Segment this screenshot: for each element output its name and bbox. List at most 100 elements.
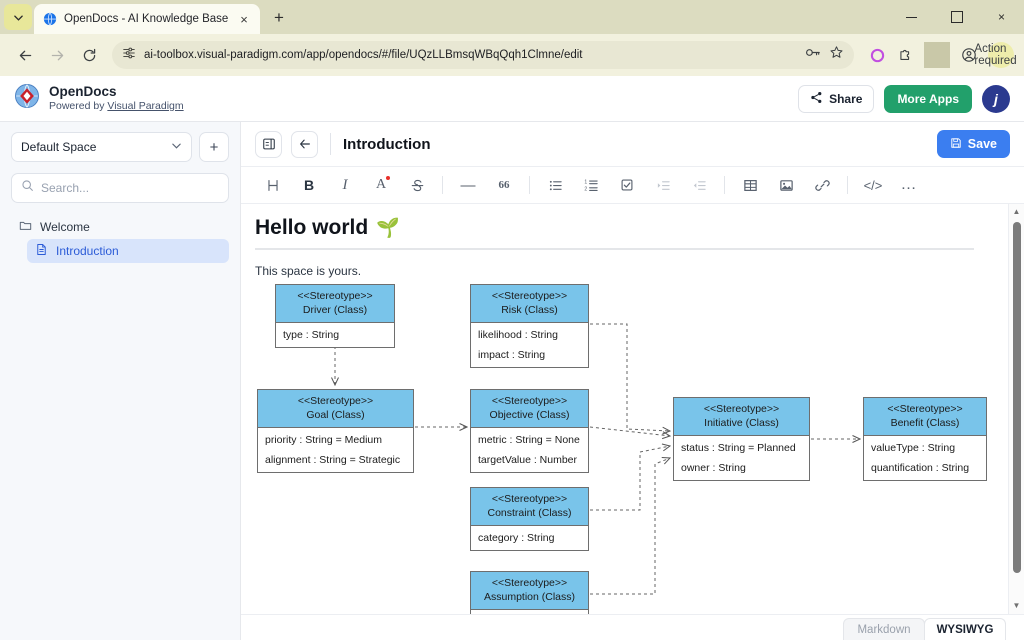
uml-class-goal[interactable]: <<Stereotype>> Goal (Class) priority : S… bbox=[257, 389, 414, 473]
reload-icon[interactable] bbox=[74, 40, 104, 70]
window-close-button[interactable]: × bbox=[979, 0, 1024, 34]
italic-icon[interactable]: I bbox=[327, 170, 363, 200]
add-space-button[interactable]: + bbox=[199, 132, 229, 162]
uml-class-assumption[interactable]: <<Stereotype>> Assumption (Class) riskLe… bbox=[470, 571, 589, 614]
more-apps-button[interactable]: More Apps bbox=[884, 85, 972, 113]
uml-class-diagram[interactable]: <<Stereotype>> Driver (Class) type : Str… bbox=[255, 284, 974, 614]
uml-stereotype: <<Stereotype>> bbox=[866, 402, 984, 416]
uml-attribute: likelihood : String bbox=[471, 325, 588, 345]
numbered-list-icon[interactable]: 12 bbox=[573, 170, 609, 200]
editor-status-bar: Markdown WYSIWYG bbox=[241, 614, 1024, 640]
uml-attribute: targetValue : Number bbox=[471, 450, 588, 470]
bold-icon[interactable]: B bbox=[291, 170, 327, 200]
opera-o-icon[interactable] bbox=[864, 42, 890, 68]
action-required-button[interactable]: Action required ⋮ bbox=[988, 42, 1014, 68]
uml-class-objective[interactable]: <<Stereotype>> Objective (Class) metric … bbox=[470, 389, 589, 473]
indent-icon[interactable] bbox=[645, 170, 681, 200]
save-disk-icon bbox=[950, 137, 962, 152]
strikethrough-icon[interactable] bbox=[399, 170, 435, 200]
table-icon[interactable] bbox=[732, 170, 768, 200]
window-maximize-button[interactable] bbox=[934, 0, 979, 34]
space-name: Default Space bbox=[21, 140, 96, 154]
uml-class-header: <<Stereotype>> Initiative (Class) bbox=[674, 398, 809, 436]
search-input[interactable] bbox=[41, 181, 219, 195]
tab-markdown[interactable]: Markdown bbox=[843, 618, 925, 640]
omnibar-divider bbox=[924, 42, 950, 68]
save-button[interactable]: Save bbox=[937, 130, 1010, 158]
uml-attributes: metric : String = None targetValue : Num… bbox=[471, 428, 588, 472]
sidebar: Default Space + Welcome bbox=[0, 122, 241, 640]
omnibar: ai-toolbox.visual-paradigm.com/app/opend… bbox=[0, 34, 1024, 76]
save-password-icon[interactable] bbox=[805, 45, 821, 65]
uml-class-header: <<Stereotype>> Assumption (Class) bbox=[471, 572, 588, 610]
uml-class-name: Goal (Class) bbox=[260, 408, 411, 422]
browser-menu-kebab-icon[interactable]: ⋮ bbox=[1021, 50, 1024, 60]
more-options-icon[interactable]: … bbox=[891, 170, 927, 200]
app-header: OpenDocs Powered by Visual Paradigm Shar… bbox=[0, 76, 1024, 122]
uml-class-risk[interactable]: <<Stereotype>> Risk (Class) likelihood :… bbox=[470, 284, 589, 368]
uml-attributes: category : String bbox=[471, 526, 588, 550]
space-selector[interactable]: Default Space bbox=[11, 132, 192, 162]
action-required-label: Action required bbox=[974, 43, 1016, 67]
toggle-sidebar-icon[interactable] bbox=[255, 131, 282, 158]
address-bar[interactable]: ai-toolbox.visual-paradigm.com/app/opend… bbox=[112, 41, 854, 69]
brand[interactable]: OpenDocs Powered by Visual Paradigm bbox=[14, 83, 184, 114]
avatar[interactable]: j bbox=[982, 85, 1010, 113]
back-to-list-icon[interactable] bbox=[291, 131, 318, 158]
search-box[interactable] bbox=[11, 173, 229, 203]
chevron-down-icon bbox=[171, 140, 182, 154]
uml-class-header: <<Stereotype>> Driver (Class) bbox=[276, 285, 394, 323]
save-label: Save bbox=[968, 137, 997, 151]
tab-close-icon[interactable]: × bbox=[236, 11, 252, 27]
uml-class-driver[interactable]: <<Stereotype>> Driver (Class) type : Str… bbox=[275, 284, 395, 348]
uml-attribute: alignment : String = Strategic bbox=[258, 450, 413, 470]
quote-icon[interactable]: 66 bbox=[486, 170, 522, 200]
forward-icon[interactable] bbox=[42, 40, 72, 70]
header-actions: Share More Apps j bbox=[798, 85, 1010, 113]
uml-class-initiative[interactable]: <<Stereotype>> Initiative (Class) status… bbox=[673, 397, 810, 481]
uml-stereotype: <<Stereotype>> bbox=[473, 289, 586, 303]
uml-stereotype: <<Stereotype>> bbox=[473, 394, 586, 408]
document-paragraph: This space is yours. bbox=[255, 264, 974, 278]
uml-attribute: status : String = Planned bbox=[674, 438, 809, 458]
extensions-puzzle-icon[interactable] bbox=[892, 42, 918, 68]
code-icon[interactable]: </> bbox=[855, 170, 891, 200]
heading-icon[interactable] bbox=[255, 170, 291, 200]
sidebar-item-introduction[interactable]: Introduction bbox=[27, 239, 229, 263]
text-color-icon[interactable]: A bbox=[363, 170, 399, 200]
visual-paradigm-link[interactable]: Visual Paradigm bbox=[107, 100, 183, 112]
image-icon[interactable] bbox=[768, 170, 804, 200]
outdent-icon[interactable] bbox=[681, 170, 717, 200]
uml-class-header: <<Stereotype>> Benefit (Class) bbox=[864, 398, 986, 436]
doc-bar-divider bbox=[330, 133, 331, 155]
editor-pane: Introduction Save B I A bbox=[241, 122, 1024, 640]
checklist-icon[interactable] bbox=[609, 170, 645, 200]
document-page[interactable]: Hello world 🌱 This space is yours. bbox=[241, 204, 1008, 614]
sidebar-item-welcome[interactable]: Welcome bbox=[11, 215, 229, 239]
uml-attribute: type : String bbox=[276, 325, 394, 345]
app-body: Default Space + Welcome bbox=[0, 122, 1024, 640]
tab-title: OpenDocs - AI Knowledge Base bbox=[64, 13, 229, 25]
scroll-up-arrow-icon[interactable]: ▲ bbox=[1013, 207, 1021, 217]
tab-search-chevron-icon[interactable] bbox=[4, 4, 32, 30]
horizontal-rule-icon[interactable]: — bbox=[450, 170, 486, 200]
tab-wysiwyg[interactable]: WYSIWYG bbox=[924, 618, 1006, 640]
new-tab-button[interactable]: + bbox=[266, 5, 292, 31]
svg-text:1: 1 bbox=[584, 179, 587, 185]
uml-attribute: owner : String bbox=[674, 458, 809, 478]
toolbar-divider bbox=[529, 176, 530, 194]
browser-tab[interactable]: OpenDocs - AI Knowledge Base × bbox=[34, 4, 260, 34]
share-button[interactable]: Share bbox=[798, 85, 874, 113]
uml-attributes: valueType : String quantification : Stri… bbox=[864, 436, 986, 480]
window-minimize-button[interactable] bbox=[889, 0, 934, 34]
uml-class-benefit[interactable]: <<Stereotype>> Benefit (Class) valueType… bbox=[863, 397, 987, 481]
uml-class-constraint[interactable]: <<Stereotype>> Constraint (Class) catego… bbox=[470, 487, 589, 551]
uml-class-name: Initiative (Class) bbox=[676, 416, 807, 430]
link-icon[interactable] bbox=[804, 170, 840, 200]
bookmark-star-icon[interactable] bbox=[829, 45, 844, 65]
opendocs-logo-icon bbox=[14, 83, 40, 114]
back-icon[interactable] bbox=[10, 40, 40, 70]
site-settings-icon[interactable] bbox=[122, 46, 136, 65]
page-title: Introduction bbox=[343, 136, 430, 153]
bullet-list-icon[interactable] bbox=[537, 170, 573, 200]
